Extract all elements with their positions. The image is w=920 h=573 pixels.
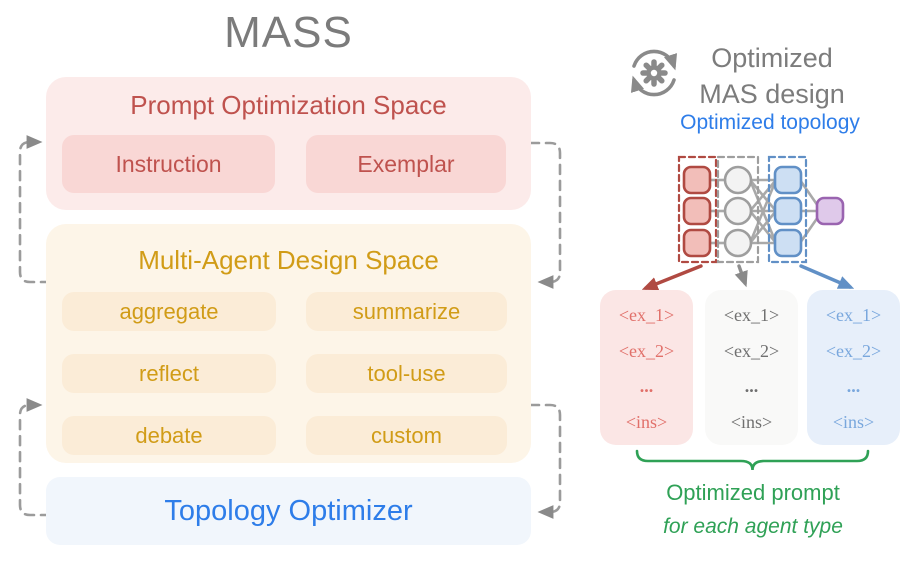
gear-sync-icon	[630, 49, 678, 97]
arrow-topology-to-design-left	[18, 398, 52, 517]
pill-reflect: reflect	[62, 354, 276, 393]
red-agent-column	[682, 165, 712, 258]
agent-group-dashed-frames	[677, 155, 808, 264]
token-ex2: <ex_2>	[825, 340, 882, 361]
token-ex2: <ex_2>	[723, 340, 780, 361]
purple-output-node	[815, 196, 845, 226]
pill-summarize: summarize	[306, 292, 507, 331]
arrow-design-to-prompt-left	[18, 135, 52, 284]
agent-to-prompt-arrows	[641, 264, 855, 291]
topology-optimizer-box: Topology Optimizer	[46, 477, 531, 545]
token-ellipsis: ...	[846, 376, 861, 397]
blue-agent-arrow	[799, 264, 855, 289]
gray-agent-arrow	[734, 264, 748, 288]
multi-agent-design-space-box: Multi-Agent Design Space aggregate summa…	[46, 224, 531, 463]
optimized-prompt-caption: Optimized prompt	[666, 480, 840, 505]
pill-tool-use: tool-use	[306, 354, 507, 393]
prompt-box-blue-agent: <ex_1> <ex_2> ... <ins>	[807, 290, 900, 445]
optimized-mas-design-line2: MAS design	[699, 79, 845, 109]
pill-custom: custom	[306, 416, 507, 455]
prompt-box-gray-agent: <ex_1> <ex_2> ... <ins>	[705, 290, 798, 445]
gray-agent-column	[723, 165, 753, 258]
token-ex1: <ex_1>	[825, 305, 882, 325]
prompt-optimization-space-box: Prompt Optimization Space Instruction Ex…	[46, 77, 531, 210]
arrow-design-to-topology-right	[528, 403, 562, 519]
prompt-box-red-agent: <ex_1> <ex_2> ... <ins>	[600, 290, 693, 445]
optimized-topology-label: Optimized topology	[680, 111, 860, 134]
cycle-dashed-arrows	[18, 135, 562, 519]
token-ellipsis: ...	[744, 376, 759, 397]
pill-exemplar: Exemplar	[306, 135, 506, 193]
design-space-title: Multi-Agent Design Space	[138, 245, 439, 275]
figure-title: MASS	[224, 8, 353, 57]
token-ellipsis: ...	[639, 376, 654, 397]
pill-instruction: Instruction	[62, 135, 275, 193]
blue-agent-column	[773, 165, 803, 258]
red-agent-arrow	[641, 264, 703, 291]
token-ex1: <ex_1>	[618, 305, 675, 325]
pill-aggregate: aggregate	[62, 292, 276, 331]
green-underbrace	[635, 449, 870, 471]
topology-optimizer-title: Topology Optimizer	[164, 494, 413, 527]
arrow-prompt-to-design-right	[528, 141, 562, 289]
token-ex2: <ex_2>	[618, 340, 675, 361]
prompt-space-title: Prompt Optimization Space	[130, 90, 447, 120]
token-ins: <ins>	[730, 411, 773, 432]
token-ins: <ins>	[625, 411, 668, 432]
for-each-agent-type-caption: for each agent type	[663, 515, 843, 538]
pill-debate: debate	[62, 416, 276, 455]
token-ins: <ins>	[832, 411, 875, 432]
topology-network	[641, 155, 855, 291]
optimized-mas-design-label: Optimized MAS design	[672, 40, 872, 112]
token-ex1: <ex_1>	[723, 305, 780, 325]
optimized-mas-design-line1: Optimized	[711, 43, 833, 73]
